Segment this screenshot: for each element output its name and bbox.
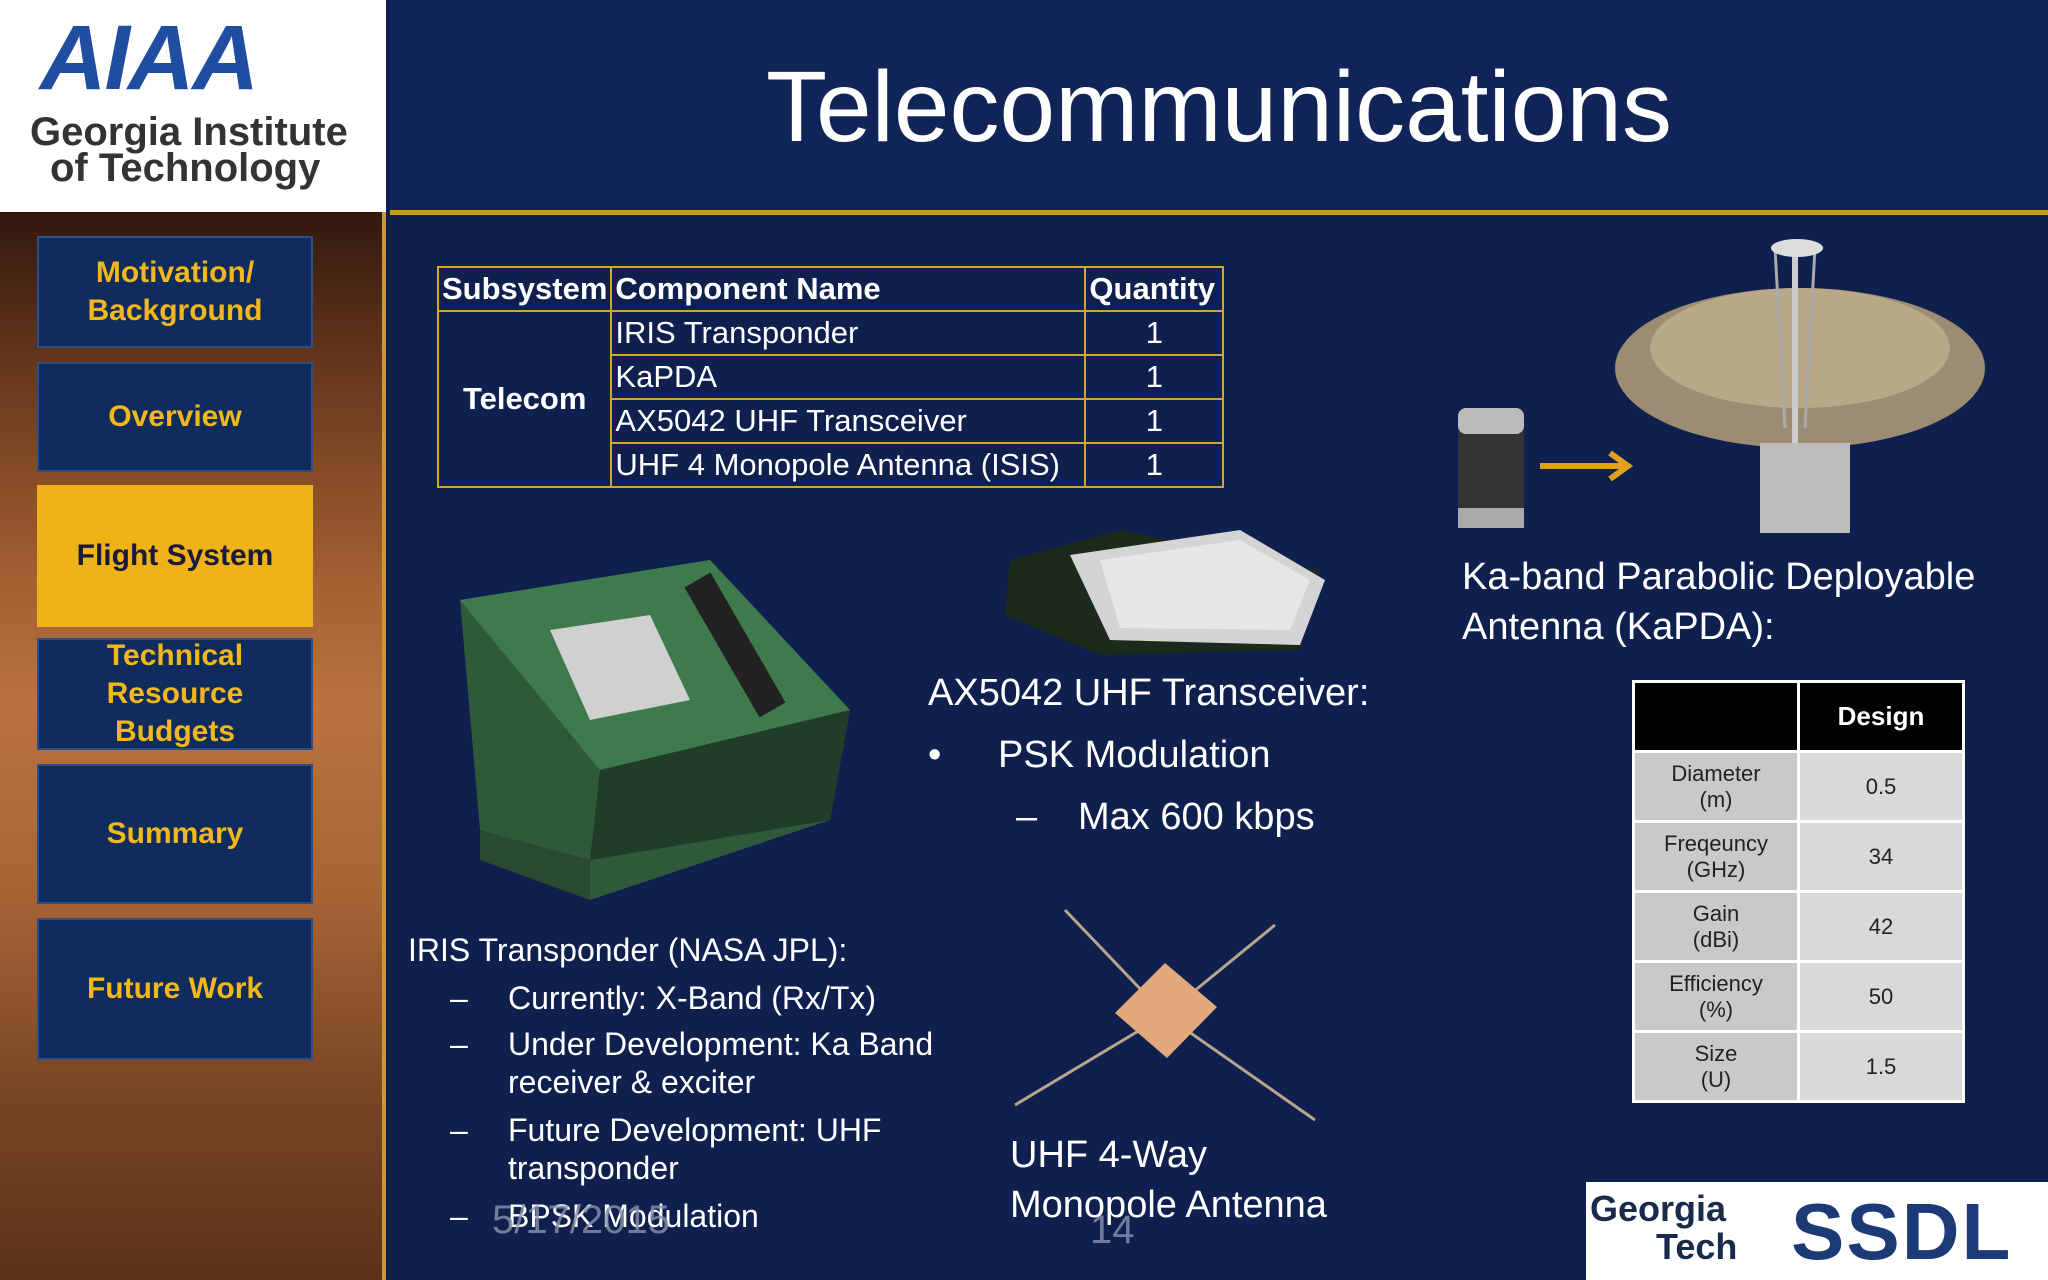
- bottom-logo: Georgia Tech SSDL: [1586, 1182, 2048, 1280]
- spec-header-empty: [1632, 680, 1800, 753]
- nav-future-work[interactable]: Future Work: [37, 918, 313, 1060]
- spec-label: Size(U): [1632, 1030, 1800, 1103]
- bottom-logo-ssdl: SSDL: [1791, 1187, 2013, 1276]
- qty-cell: 1: [1084, 310, 1225, 356]
- uhf-title-line2: Monopole Antenna: [1010, 1184, 1327, 1226]
- ax5042-bullet: PSK Modulation: [998, 734, 1271, 776]
- col-quantity: Quantity: [1084, 266, 1225, 312]
- iris-title: IRIS Transponder (NASA JPL):: [408, 932, 848, 968]
- bottom-logo-georgia: Georgia: [1590, 1188, 1727, 1229]
- uhf-antenna-image: [1014, 908, 1316, 1122]
- spec-label: Diameter(m): [1632, 750, 1800, 823]
- logo-box: AIAA Georgia Institute of Technology: [0, 0, 386, 212]
- iris-item-2b: receiver & exciter: [508, 1064, 756, 1100]
- nav-motivation[interactable]: Motivation/ Background: [37, 236, 313, 348]
- ax5042-image: [1005, 530, 1325, 655]
- spec-value: 50: [1797, 960, 1965, 1033]
- spec-value: 42: [1797, 890, 1965, 963]
- qty-cell: 1: [1084, 442, 1225, 488]
- ax5042-title: AX5042 UHF Transceiver:: [928, 672, 1370, 714]
- nav-technical-budgets[interactable]: Technical Resource Budgets: [37, 638, 313, 750]
- iris-dash-4: –: [450, 1198, 468, 1234]
- nav-flight-system[interactable]: Flight System: [37, 485, 313, 627]
- kapda-image: [1458, 239, 1985, 533]
- spec-label: Gain(dBi): [1632, 890, 1800, 963]
- aiaa-logo: AIAA: [40, 7, 259, 109]
- uhf-title-line1: UHF 4-Way: [1010, 1134, 1208, 1176]
- iris-item-3: Future Development: UHF: [508, 1112, 882, 1148]
- iris-dash-2: –: [450, 1026, 468, 1062]
- nav-overview[interactable]: Overview: [37, 362, 313, 472]
- spec-label: Freqeuncy(GHz): [1632, 820, 1800, 893]
- spec-value: 0.5: [1797, 750, 1965, 823]
- spec-value: 1.5: [1797, 1030, 1965, 1103]
- iris-item-4: BPSK Modulation: [508, 1198, 759, 1234]
- spec-label: Efficiency(%): [1632, 960, 1800, 1033]
- footer-page-number: 14: [1090, 1208, 1135, 1252]
- bottom-logo-tech: Tech: [1656, 1226, 1738, 1267]
- iris-transponder-image: [460, 560, 850, 900]
- kapda-title-line1: Ka-band Parabolic Deployable: [1462, 556, 1976, 598]
- qty-cell: 1: [1084, 398, 1225, 444]
- ax5042-bullet-dot: •: [928, 734, 942, 776]
- component-table: Subsystem Component Name Quantity Teleco…: [436, 266, 1225, 488]
- header-divider: [390, 210, 2048, 215]
- header: [390, 0, 2048, 212]
- kapda-spec-table: Design Diameter(m) 0.5 Freqeuncy(GHz) 34…: [1632, 680, 1965, 1103]
- spec-header-design: Design: [1797, 680, 1965, 753]
- table-row: UHF 4 Monopole Antenna (ISIS): [610, 442, 1087, 488]
- iris-dash-3: –: [450, 1112, 468, 1148]
- iris-dash-1: –: [450, 980, 468, 1016]
- gt-logo-line2: of Technology: [50, 146, 321, 190]
- table-row: IRIS Transponder: [610, 310, 1087, 356]
- nav-summary[interactable]: Summary: [37, 764, 313, 904]
- table-row: AX5042 UHF Transceiver: [610, 398, 1087, 444]
- iris-item-2: Under Development: Ka Band: [508, 1026, 934, 1062]
- iris-item-1: Currently: X-Band (Rx/Tx): [508, 980, 877, 1016]
- col-component: Component Name: [610, 266, 1087, 312]
- iris-item-3b: transponder: [508, 1150, 679, 1186]
- spec-value: 34: [1797, 820, 1965, 893]
- subsystem-cell: Telecom: [436, 310, 613, 488]
- col-subsystem: Subsystem: [436, 266, 613, 312]
- ax5042-sub: Max 600 kbps: [1078, 796, 1315, 838]
- qty-cell: 1: [1084, 354, 1225, 400]
- gt-logo-line1: Georgia Institute: [30, 110, 348, 154]
- ax5042-sub-dash: –: [1016, 796, 1038, 838]
- footer-date: 5/17/2015: [492, 1198, 670, 1242]
- page-title: Telecommunications: [766, 51, 1672, 163]
- kapda-title-line2: Antenna (KaPDA):: [1462, 606, 1775, 648]
- table-row: KaPDA: [610, 354, 1087, 400]
